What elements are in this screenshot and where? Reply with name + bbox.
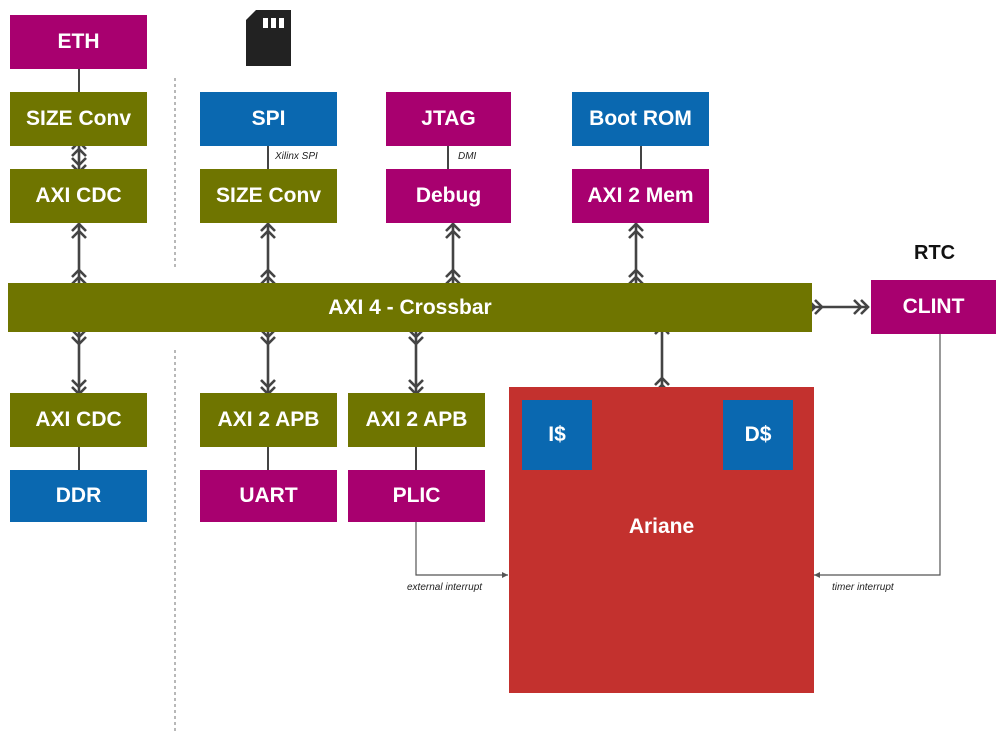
axi4-crossbar: AXI 4 - Crossbar <box>8 283 812 332</box>
ddr-block: DDR <box>10 470 147 522</box>
rtc-label: RTC <box>914 242 956 264</box>
axi-cdc-bottom-block: AXI CDC <box>10 393 147 447</box>
icache-block: I$ <box>522 400 592 470</box>
xilinx-spi-label: Xilinx SPI <box>275 151 318 162</box>
external-interrupt-label: external interrupt <box>407 582 483 593</box>
jtag-block: JTAG <box>386 92 511 146</box>
axi2mem-block: AXI 2 Mem <box>572 169 709 223</box>
axi2apb-uart-block: AXI 2 APB <box>200 393 337 447</box>
size-conv-spi-block: SIZE Conv <box>200 169 337 223</box>
spi-block: SPI <box>200 92 337 146</box>
debug-block: Debug <box>386 169 511 223</box>
dcache-block: D$ <box>723 400 793 470</box>
eth-block: ETH <box>10 15 147 69</box>
sd-card-icon <box>246 10 291 66</box>
timer-interrupt-label: timer interrupt <box>832 582 894 593</box>
boot-rom-block: Boot ROM <box>572 92 709 146</box>
axi-cdc-top-block: AXI CDC <box>10 169 147 223</box>
ariane-label: Ariane <box>628 515 695 538</box>
plic-block: PLIC <box>348 470 485 522</box>
dmi-label: DMI <box>458 151 477 162</box>
size-conv-eth-block: SIZE Conv <box>10 92 147 146</box>
uart-block: UART <box>200 470 337 522</box>
axi2apb-plic-block: AXI 2 APB <box>348 393 485 447</box>
clint-block: CLINT <box>871 280 996 334</box>
